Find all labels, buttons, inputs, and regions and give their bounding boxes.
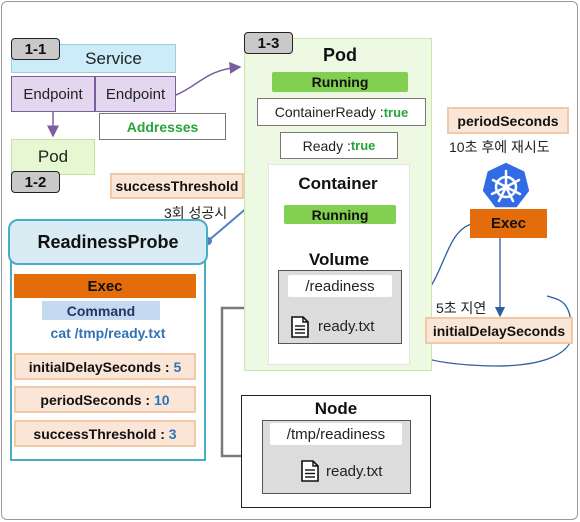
right-exec-label: Exec: [470, 209, 547, 238]
probe-param-initial-delay: initialDelaySeconds : 5: [14, 353, 196, 380]
probe-param-period-seconds: periodSeconds : 10: [14, 386, 196, 413]
service-label: Service: [85, 48, 142, 68]
param-name: successThreshold: [33, 425, 157, 442]
probe-param-success-threshold: successThreshold : 3: [14, 420, 196, 447]
param-value: 3: [168, 425, 177, 442]
param-separator: :: [161, 358, 174, 375]
retry-note: 10초 후에 재시도: [449, 139, 550, 155]
probe-command-text: cat /tmp/ready.txt: [50, 325, 166, 341]
param-name: periodSeconds: [40, 391, 142, 408]
success-threshold-label: successThreshold: [110, 173, 244, 199]
param-value: 10: [154, 391, 170, 408]
node-path: /tmp/readiness: [270, 423, 402, 445]
pod-status-badge: Running: [272, 72, 408, 92]
param-separator: :: [141, 391, 154, 408]
pod-title: Pod: [323, 44, 357, 65]
kubernetes-icon: [480, 160, 532, 212]
param-name: initialDelaySeconds: [28, 358, 162, 375]
delay-note: 5초 지연: [436, 300, 487, 316]
container-status-badge: Running: [284, 205, 396, 224]
initial-delay-seconds-label: initialDelaySeconds: [425, 317, 573, 344]
success-threshold-note: 3회 성공시: [164, 205, 228, 221]
readiness-probe-title: ReadinessProbe: [8, 219, 208, 265]
endpoint-box-2: Endpoint: [95, 76, 176, 112]
probe-command-label: Command: [42, 301, 160, 320]
node-file-name: ready.txt: [326, 463, 383, 480]
endpoint-to-pod-arrow: [175, 61, 242, 96]
container-ready-label: ContainerReady :: [274, 104, 384, 120]
addresses-box: Addresses: [99, 113, 226, 140]
ready-field: Ready : true: [280, 132, 398, 159]
ready-value: true: [350, 138, 376, 153]
tag-1-3: 1-3: [244, 32, 293, 54]
probe-exec-label: Exec: [14, 274, 196, 298]
container-title: Container: [298, 174, 378, 193]
tag-1-1: 1-1: [11, 38, 60, 60]
volume-title: Volume: [308, 250, 370, 269]
endpoint-box-1: Endpoint: [11, 76, 95, 112]
node-file-icon: [300, 458, 320, 484]
ready-label: Ready :: [302, 137, 351, 154]
file-icon: [290, 314, 310, 340]
container-ready-field: ContainerReady : true: [257, 98, 426, 126]
tag-1-2: 1-2: [11, 171, 60, 193]
volume-file-name: ready.txt: [318, 318, 375, 335]
param-separator: :: [156, 425, 169, 442]
node-title: Node: [314, 399, 358, 418]
container-ready-value: true: [383, 104, 409, 120]
volume-path: /readiness: [288, 275, 392, 297]
period-seconds-label: periodSeconds: [447, 107, 569, 134]
pod-small-box: Pod: [11, 139, 95, 175]
param-value: 5: [173, 358, 182, 375]
